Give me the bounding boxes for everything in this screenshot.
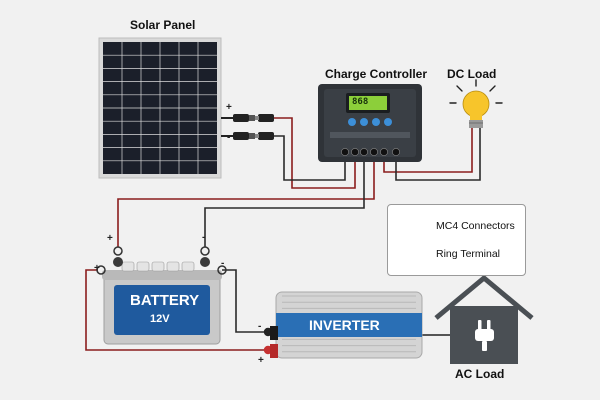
legend-item-ring-label: Ring Terminal	[436, 248, 500, 260]
controller-button-4	[384, 118, 392, 126]
plug-icon	[475, 320, 494, 351]
controller-terminals	[341, 148, 400, 156]
battery-cell-caps	[121, 261, 195, 272]
battery-wire-positive-sign: +	[107, 233, 113, 244]
wire-battery-positive	[117, 160, 375, 247]
wire-battery-negative	[204, 160, 365, 247]
mc4-connector-positive	[233, 114, 274, 122]
ac-load-house	[434, 275, 534, 364]
controller-button-1	[348, 118, 356, 126]
solar-panel	[98, 37, 222, 179]
wire-inverter-negative	[222, 269, 266, 333]
charge-controller	[318, 84, 422, 162]
ac-load-label: AC Load	[455, 367, 505, 381]
inverter-positive-sign: +	[258, 355, 264, 366]
dc-load-label: DC Load	[447, 67, 497, 81]
controller-button-3	[372, 118, 380, 126]
wire-dc-load-negative	[395, 128, 481, 181]
wire-panel-negative	[272, 135, 346, 181]
battery-voltage-label: 12V	[150, 313, 170, 325]
battery	[102, 257, 222, 345]
solar-panel-label: Solar Panel	[130, 18, 196, 32]
battery-post-negative-sign: -	[221, 258, 225, 269]
controller-display-readout: 868	[352, 97, 369, 107]
battery-wire-negative-sign: -	[202, 232, 206, 243]
inverter-negative-sign: -	[258, 321, 262, 332]
battery-post-positive	[113, 257, 123, 267]
wires	[85, 117, 481, 351]
wire-dc-load-positive	[383, 128, 473, 173]
inverter	[270, 291, 423, 359]
wire-inverter-positive	[85, 269, 266, 351]
panel-cell-grid	[103, 42, 217, 174]
mc4-connectors	[221, 114, 274, 140]
inverter-name-label: INVERTER	[309, 317, 380, 333]
legend-item-mc4-label: MC4 Connectors	[436, 220, 515, 232]
legend-box	[387, 204, 526, 276]
dc-load-bulb	[449, 79, 503, 128]
charge-controller-label: Charge Controller	[325, 67, 428, 81]
mc4-connector-negative	[233, 132, 274, 140]
panel-positive-sign: +	[226, 102, 232, 113]
wire-panel-positive	[272, 117, 356, 189]
battery-post-positive-sign: +	[94, 263, 100, 274]
controller-button-2	[360, 118, 368, 126]
battery-post-negative	[200, 257, 210, 267]
panel-negative-sign: -	[227, 132, 231, 143]
battery-name-label: BATTERY	[130, 292, 200, 309]
